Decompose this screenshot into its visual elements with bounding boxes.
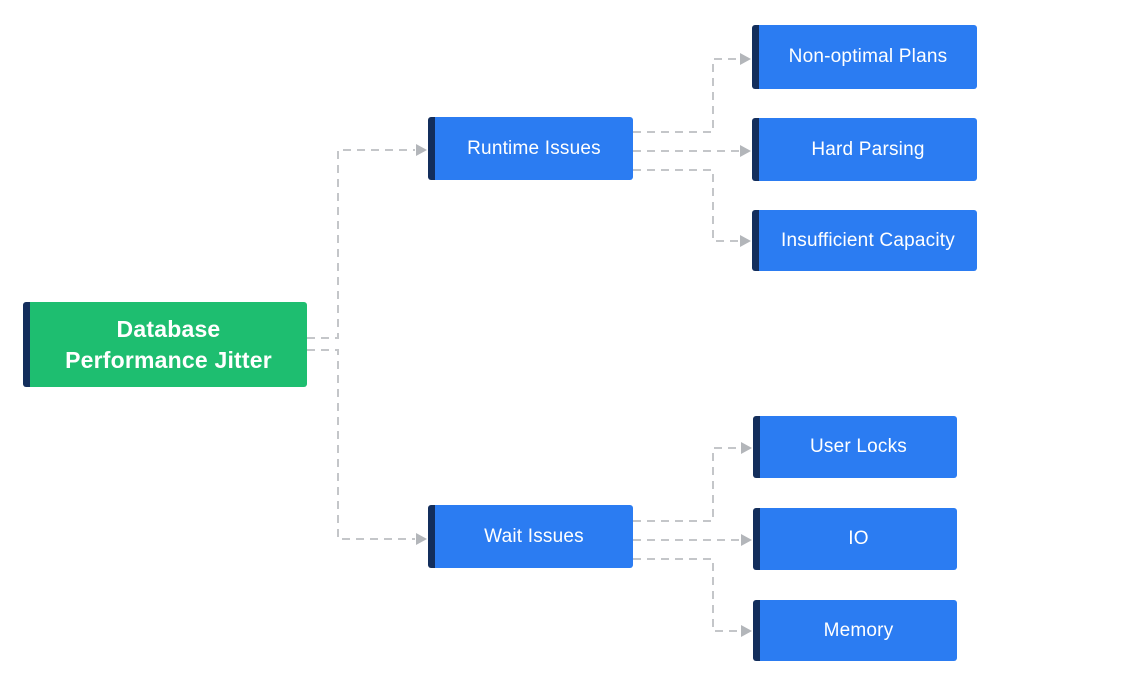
node-label: Memory [823, 619, 894, 641]
node-label: Hard Parsing [811, 138, 925, 160]
node-hard-parsing: Hard Parsing [752, 118, 977, 181]
root-label-line-2: Performance Jitter [65, 346, 272, 373]
node-label: IO [848, 528, 869, 549]
node-database-performance-jitter: Database Performance Jitter [23, 302, 307, 387]
node-non-optimal-plans: Non-optimal Plans [752, 25, 977, 89]
connector-root-to-wait-issues [307, 349, 427, 545]
node-io: IO [753, 508, 957, 570]
node-label: User Locks [809, 436, 908, 457]
connector-wait-to-io [633, 534, 752, 546]
node-label: Wait Issues [484, 525, 584, 547]
node-user-locks: User Locks [753, 416, 957, 478]
connector-wait-to-user-locks [633, 442, 752, 522]
node-label: Insufficient Capacity [781, 229, 955, 251]
node-label: Non-optimal Plans [788, 46, 948, 67]
connector-runtime-to-hard-parsing [633, 145, 751, 157]
connector-wait-to-memory [633, 558, 752, 637]
node-runtime-issues: Runtime Issues [428, 117, 633, 180]
root-label-line-1: Database [116, 315, 221, 342]
connector-runtime-to-non-optimal-plans [633, 53, 751, 133]
connector-root-to-runtime-issues [307, 144, 427, 339]
node-label: Runtime Issues [467, 137, 601, 159]
connector-runtime-to-insufficient-capacity [633, 169, 751, 247]
node-insufficient-capacity: Insufficient Capacity [752, 210, 977, 271]
node-memory: Memory [753, 600, 957, 661]
node-wait-issues: Wait Issues [428, 505, 633, 568]
